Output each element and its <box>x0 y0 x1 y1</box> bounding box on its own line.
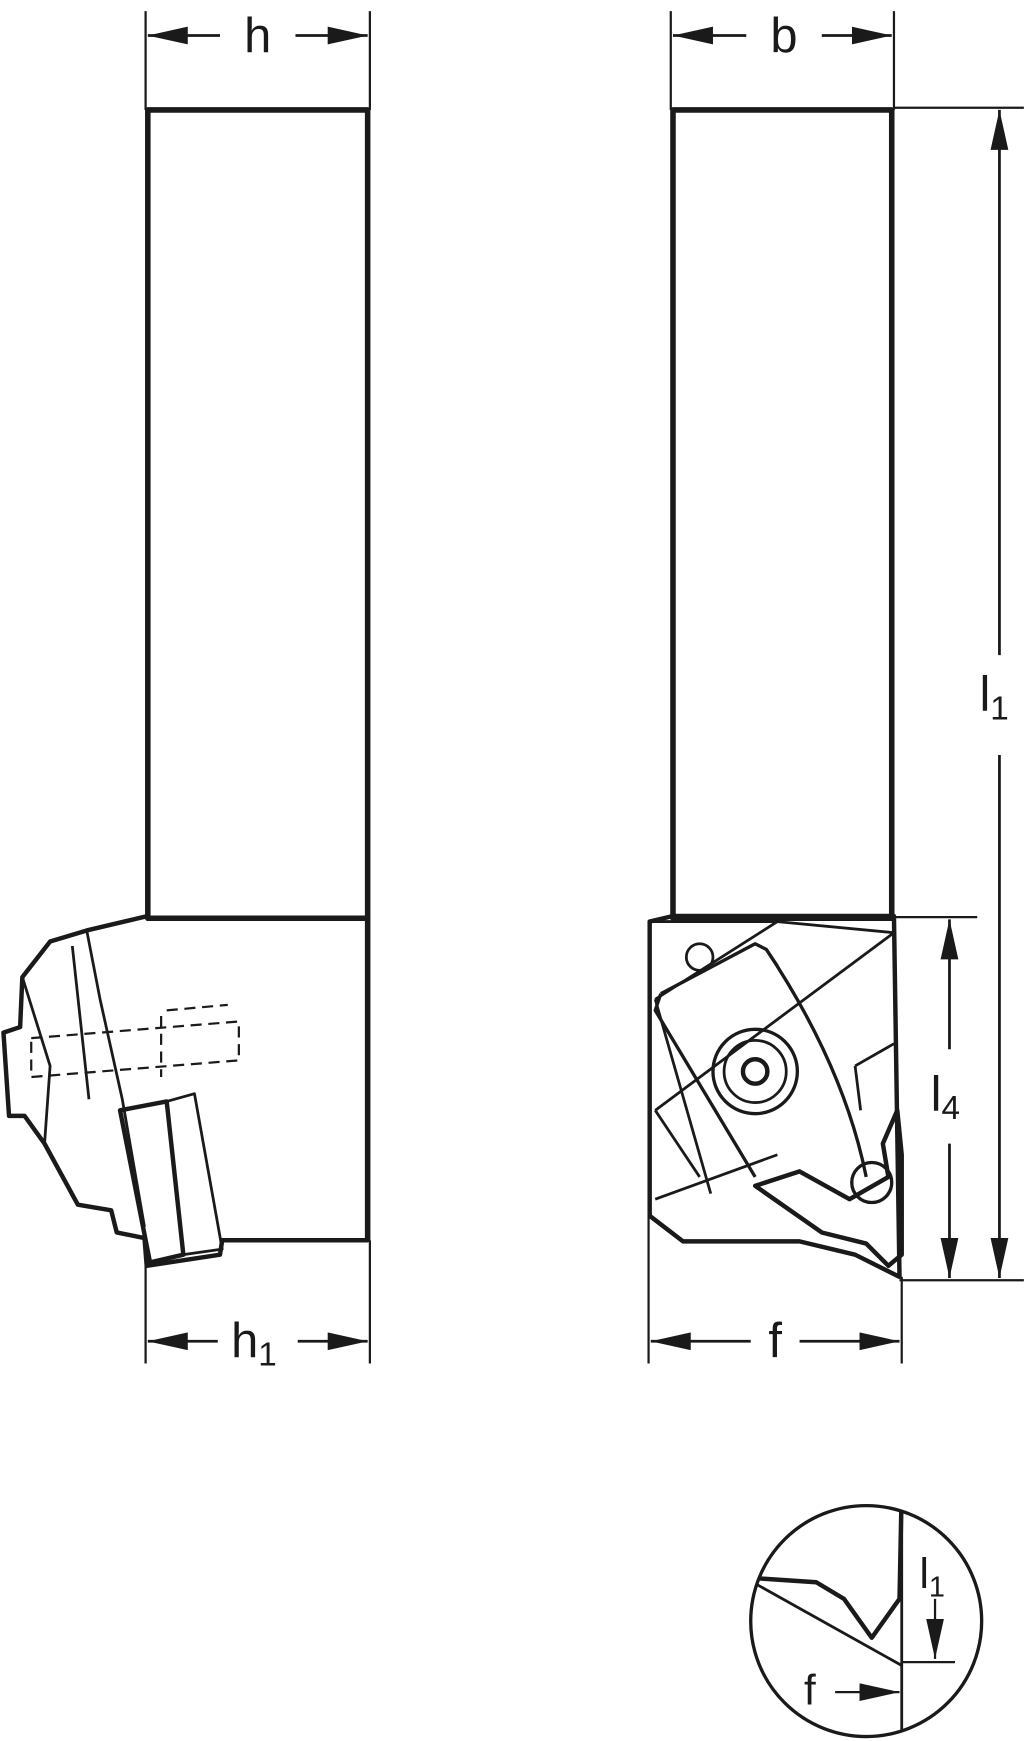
shank-top <box>670 107 895 922</box>
insert-side <box>117 1099 186 1265</box>
head-top <box>647 913 902 1280</box>
dim-b-label: b <box>770 9 797 63</box>
top-view <box>647 107 904 1280</box>
dimension-lines <box>147 26 1009 1351</box>
dim-l1-label: l1 <box>979 668 1008 728</box>
insert-detail <box>750 1505 904 1640</box>
insert-top <box>752 1108 904 1268</box>
extension-lines <box>144 11 1024 1364</box>
side-view <box>1 107 371 1268</box>
detail-f-label: f <box>804 1666 816 1713</box>
detail-view: l1 f <box>749 1503 984 1739</box>
shank <box>145 107 371 922</box>
dim-h-label: h <box>244 9 271 63</box>
dim-h1-label: h1 <box>231 1314 277 1374</box>
dim-l4-label: l4 <box>931 1067 960 1127</box>
clamp-screw <box>711 1027 800 1116</box>
torx-icon <box>740 1057 770 1086</box>
detail-l1-label: l1 <box>919 1550 944 1604</box>
dim-f-label: f <box>768 1314 782 1368</box>
head <box>1 913 370 1268</box>
